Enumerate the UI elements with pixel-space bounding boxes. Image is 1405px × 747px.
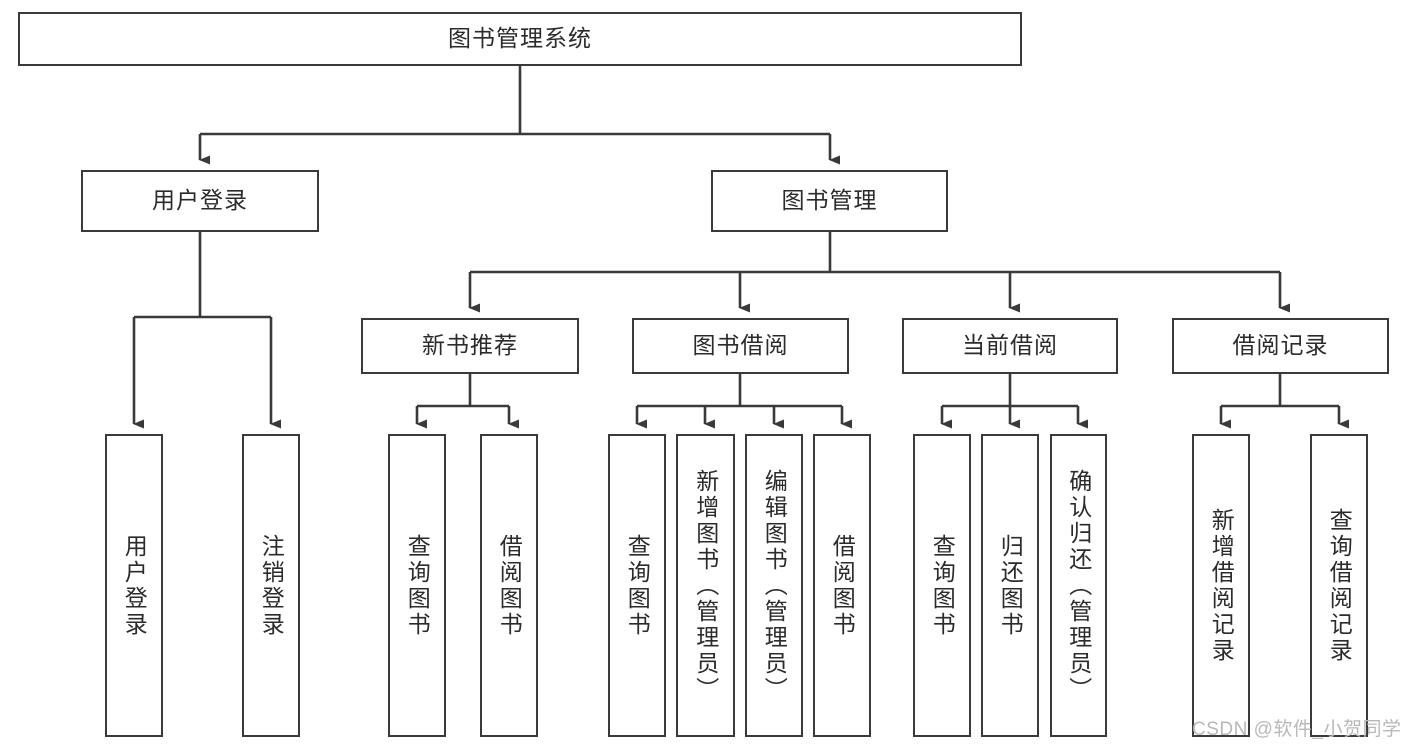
node-leaf-borrow-book[interactable]: 借阅图书 (813, 434, 871, 737)
node-book-management[interactable]: 图书管理 (711, 170, 948, 232)
node-label: 借阅图书 (496, 533, 523, 638)
node-label: 查询图书 (404, 533, 431, 638)
node-label: 归还图书 (997, 533, 1024, 638)
node-label: 新增借阅记录 (1208, 507, 1235, 664)
node-label: 当前借阅 (962, 332, 1058, 359)
node-leaf-add-book-admin[interactable]: 新增图书（管理员） (676, 434, 735, 737)
node-user-login[interactable]: 用户登录 (81, 170, 319, 232)
node-label: 编辑图书（管理员） (761, 468, 788, 703)
node-borrow-record[interactable]: 借阅记录 (1172, 318, 1389, 374)
node-label: 借阅记录 (1232, 332, 1329, 359)
node-leaf-borrow-book-recommend[interactable]: 借阅图书 (480, 434, 538, 737)
csdn-watermark: CSDN @软件_小贺同学 (1192, 719, 1402, 740)
node-label: 查询图书 (929, 533, 956, 638)
node-current-borrow[interactable]: 当前借阅 (902, 318, 1118, 374)
node-leaf-return-book[interactable]: 归还图书 (981, 434, 1039, 737)
node-new-book-recommend[interactable]: 新书推荐 (361, 318, 579, 374)
node-label: 新增图书（管理员） (692, 468, 719, 703)
node-book-borrow[interactable]: 图书借阅 (632, 318, 849, 374)
node-label: 查询借阅记录 (1326, 507, 1353, 664)
node-label: 注销登录 (258, 533, 285, 638)
node-label: 图书借阅 (692, 332, 789, 359)
node-label: 借阅图书 (829, 533, 856, 638)
node-leaf-query-book-borrow[interactable]: 查询图书 (608, 434, 666, 737)
node-label: 图书管理系统 (448, 25, 592, 52)
node-leaf-query-borrow-record[interactable]: 查询借阅记录 (1310, 434, 1368, 737)
node-leaf-add-borrow-record[interactable]: 新增借阅记录 (1192, 434, 1250, 737)
node-label: 查询图书 (624, 533, 651, 638)
node-leaf-confirm-return-admin[interactable]: 确认归还（管理员） (1050, 434, 1107, 737)
node-leaf-user-login[interactable]: 用户登录 (105, 434, 163, 737)
node-leaf-edit-book-admin[interactable]: 编辑图书（管理员） (745, 434, 803, 737)
node-leaf-logout[interactable]: 注销登录 (242, 434, 300, 737)
node-label: 新书推荐 (422, 332, 518, 359)
node-label: 用户登录 (152, 187, 248, 214)
node-root-system[interactable]: 图书管理系统 (18, 12, 1022, 66)
node-label: 用户登录 (121, 533, 148, 638)
node-label: 图书管理 (781, 187, 878, 214)
node-label: 确认归还（管理员） (1065, 468, 1092, 703)
node-leaf-query-book-recommend[interactable]: 查询图书 (388, 434, 446, 737)
node-leaf-query-book-current[interactable]: 查询图书 (913, 434, 971, 737)
